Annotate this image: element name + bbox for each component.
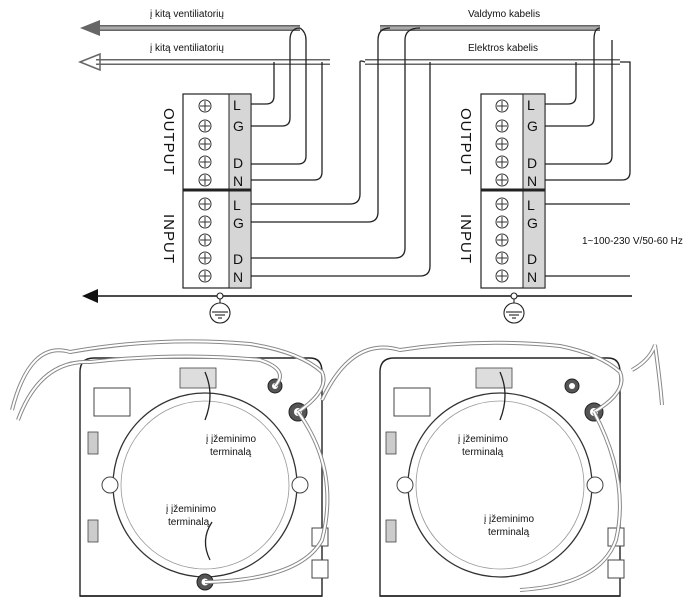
- label-ground-terminal-right-1: į įžeminimo: [458, 434, 508, 445]
- terminal-L-in-right: L: [527, 197, 535, 213]
- fan-cables: [10, 339, 664, 592]
- arrow-to-other-fan-second: [77, 52, 330, 72]
- terminal-L-out-left: L: [233, 97, 241, 113]
- terminal-block-right: L G D N L G D N OUTPUT INPUT: [457, 93, 546, 289]
- ground-symbol-right: [503, 292, 525, 324]
- label-output-left: OUTPUT: [160, 108, 177, 176]
- terminal-D-in-left: D: [233, 251, 243, 267]
- label-ground-terminal-left-2: terminalą: [210, 447, 252, 458]
- terminal-block-left: L G D N L G D N OUTPUT INPUT: [160, 93, 252, 289]
- label-ground-terminal-left-4: terminalą: [168, 517, 210, 528]
- terminal-N-out-left: N: [233, 173, 243, 189]
- terminal-G-out-right: G: [527, 118, 538, 134]
- label-control-cable: Valdymo kabelis: [468, 9, 540, 20]
- right-block-wires: [545, 27, 631, 277]
- left-block-wires: [250, 27, 431, 277]
- label-to-other-fan-1: į kitą ventiliatorių: [150, 9, 224, 20]
- label-to-other-fan-2: į kitą ventiliatorių: [150, 43, 224, 54]
- terminal-G-out-left: G: [233, 118, 244, 134]
- ground-line: [82, 289, 632, 303]
- terminal-L-in-left: L: [233, 197, 241, 213]
- label-ground-terminal-right-4: terminalą: [488, 527, 530, 538]
- terminal-D-out-right: D: [527, 155, 537, 171]
- label-ground-terminal-left-1: į įžeminimo: [206, 434, 256, 445]
- terminal-L-out-right: L: [527, 97, 535, 113]
- label-supply-voltage: 1~100-230 V/50-60 Hz: [582, 236, 683, 247]
- fan-unit-left: [79, 357, 329, 597]
- terminal-D-in-right: D: [527, 251, 537, 267]
- label-ground-terminal-left-3: į įžeminimo: [166, 504, 216, 515]
- terminal-G-in-left: G: [233, 215, 244, 231]
- arrow-to-other-fan-top: [80, 20, 300, 36]
- terminal-G-in-right: G: [527, 215, 538, 231]
- terminal-N-out-right: N: [527, 173, 537, 189]
- terminal-N-in-right: N: [527, 269, 537, 285]
- label-input-right: INPUT: [457, 214, 474, 264]
- label-input-left: INPUT: [160, 214, 177, 264]
- label-power-cable: Elektros kabelis: [468, 43, 538, 54]
- terminal-D-out-left: D: [233, 155, 243, 171]
- ground-symbol-left: [209, 292, 231, 324]
- label-output-right: OUTPUT: [457, 108, 474, 176]
- label-ground-terminal-right-3: į įžeminimo: [484, 514, 534, 525]
- terminal-N-in-left: N: [233, 269, 243, 285]
- label-ground-terminal-right-2: terminalą: [462, 447, 504, 458]
- fan-unit-right: [379, 357, 625, 597]
